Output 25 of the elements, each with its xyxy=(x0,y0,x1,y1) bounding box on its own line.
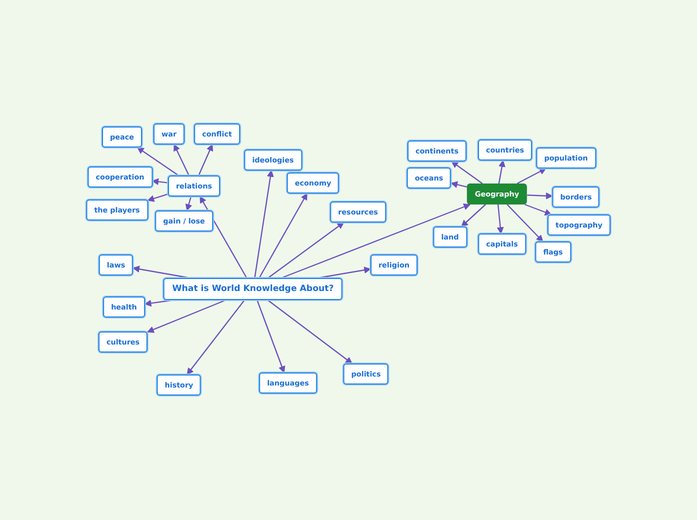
arrow xyxy=(254,170,274,278)
arrow xyxy=(200,196,248,278)
arrow xyxy=(281,204,471,279)
arrow xyxy=(268,222,344,278)
topic-box: What is World Knowledge About? xyxy=(163,278,343,300)
arrow xyxy=(506,204,544,242)
arrow xyxy=(524,204,552,216)
arrow xyxy=(267,300,353,364)
arrow xyxy=(174,144,190,176)
arrow xyxy=(136,147,179,176)
arrow xyxy=(185,196,192,212)
arrow xyxy=(498,160,506,184)
arrow xyxy=(152,178,168,186)
arrow xyxy=(258,192,308,278)
arrow xyxy=(451,161,483,184)
arrow xyxy=(496,204,504,234)
arrow xyxy=(146,299,226,333)
arrow xyxy=(198,144,213,176)
arrow xyxy=(527,192,553,200)
arrow xyxy=(450,181,468,188)
arrow xyxy=(147,194,168,202)
arrow xyxy=(256,300,286,374)
arrow xyxy=(516,168,546,184)
arrow xyxy=(186,300,245,376)
arrow xyxy=(460,204,486,227)
